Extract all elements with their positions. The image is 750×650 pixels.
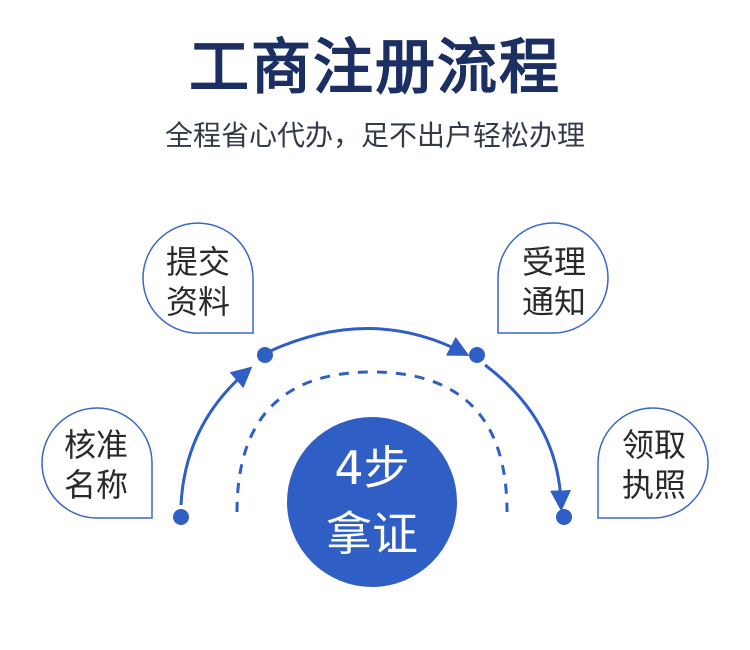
center-circle — [287, 417, 457, 587]
step-4-label: 领取 执照 — [599, 425, 709, 505]
bubble-step-2 — [142, 222, 254, 334]
step-2-label: 提交 资料 — [143, 242, 253, 322]
page-subtitle: 全程省心代办，足不出户轻松办理 — [164, 119, 585, 152]
bubble-step-3 — [497, 222, 609, 334]
bubble-step-4 — [597, 407, 709, 519]
step-4-line1: 领取 — [621, 426, 686, 464]
step-1-line2: 名称 — [63, 466, 128, 504]
arrow-arc-2 — [267, 327, 470, 356]
step-dot-1 — [173, 509, 189, 525]
step-1-label: 核准 名称 — [41, 425, 151, 505]
step-dot-2 — [257, 347, 273, 363]
step-3-line2: 通知 — [521, 283, 586, 321]
arrow-arc-3 — [484, 363, 572, 512]
center-label-top: 4步 — [334, 441, 410, 495]
step-3-label: 受理 通知 — [499, 242, 609, 322]
center-label-bottom: 拿证 — [326, 507, 418, 561]
step-dot-4 — [556, 509, 572, 525]
step-2-line1: 提交 — [165, 243, 230, 281]
step-4-line2: 执照 — [621, 466, 686, 504]
page-title: 工商注册流程 — [189, 33, 561, 103]
dashed-inner-arc — [235, 370, 509, 513]
step-dot-3 — [469, 347, 485, 363]
step-3-line1: 受理 — [521, 243, 586, 281]
step-2-line2: 资料 — [165, 283, 230, 321]
arrow-arc-1 — [179, 366, 253, 506]
bubble-step-1 — [41, 407, 153, 519]
step-1-line1: 核准 — [63, 426, 128, 464]
